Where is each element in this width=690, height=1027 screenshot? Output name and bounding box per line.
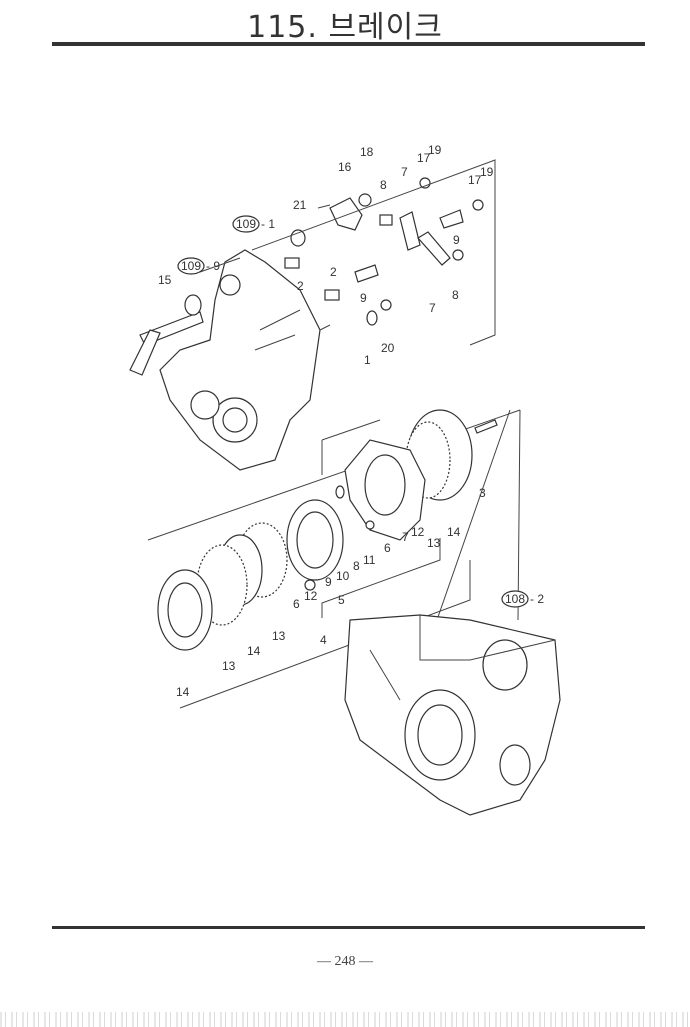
callout: 13 [222, 659, 236, 673]
callout: 20 [381, 341, 395, 355]
callout-ref: 108 [505, 592, 525, 606]
callout: 2 [330, 265, 337, 279]
callout: 4 [320, 633, 327, 647]
callout: 7 [401, 165, 408, 179]
callout: 2 [297, 279, 304, 293]
scan-artifact-strip [0, 1012, 690, 1027]
callout: 13 [272, 629, 286, 643]
callout: 9 [453, 233, 460, 247]
callout: - 2 [530, 592, 544, 606]
front-cover-housing [159, 249, 321, 471]
callout: 18 [360, 145, 374, 159]
callout: 12 [304, 589, 318, 603]
callout: 8 [380, 178, 387, 192]
callout: 9 [325, 575, 332, 589]
callout: 15 [158, 273, 172, 287]
callout: 17 [417, 151, 431, 165]
callout: 19 [480, 165, 494, 179]
footer-rule [52, 926, 645, 929]
callout: 14 [247, 644, 261, 658]
callout-ref: 109 [181, 259, 201, 273]
callout: 14 [176, 685, 190, 699]
callout: 1 [364, 353, 371, 367]
callout: 8 [452, 288, 459, 302]
callout: 12 [411, 525, 425, 539]
callout: 3 [479, 486, 486, 500]
callout: 16 [338, 160, 352, 174]
page-title: 115. 브레이크 [247, 10, 443, 45]
page-number: — 248 — [317, 954, 373, 969]
linkage-parts [284, 177, 484, 326]
callout: 13 [427, 536, 441, 550]
callout: - 9 [206, 259, 220, 273]
callout: 11 [363, 553, 376, 567]
callout: 10 [336, 569, 350, 583]
brake-shaft-part [129, 294, 204, 376]
callout: 19 [428, 143, 442, 157]
callout: 14 [447, 525, 461, 539]
callout: 7 [429, 301, 436, 315]
callout: 5 [338, 593, 345, 607]
callout: - 1 [261, 217, 275, 231]
callout: 9 [360, 291, 367, 305]
header-rule [52, 42, 645, 46]
callout: 17 [468, 173, 482, 187]
callout-ref: 109 [236, 217, 256, 231]
transmission-case [344, 614, 561, 816]
callout: 7 [402, 530, 409, 544]
callouts: 18 16 17 19 8 7 17 19 21 109 - 1 109 - 9… [158, 143, 544, 699]
callout: 6 [293, 597, 300, 611]
callout: 8 [353, 559, 360, 573]
callout: 21 [293, 198, 307, 212]
callout: 6 [384, 541, 391, 555]
brake-discs [157, 409, 498, 651]
